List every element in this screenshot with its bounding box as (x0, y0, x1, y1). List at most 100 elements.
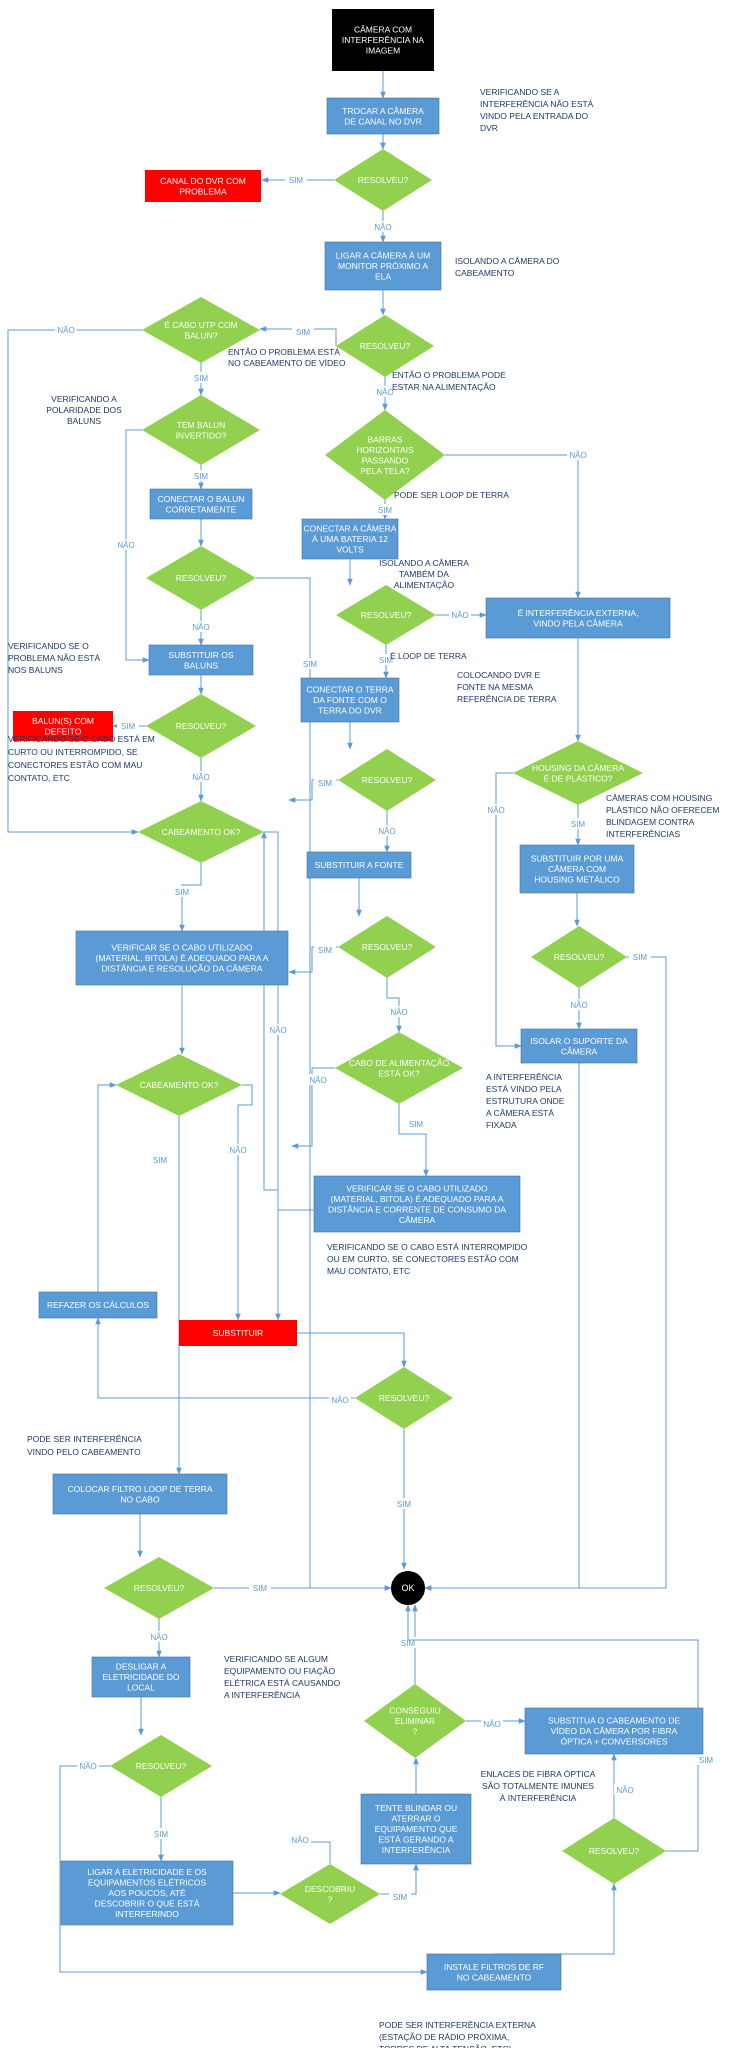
node-d_resolveu8: RESOLVEU? (531, 926, 627, 988)
edge-d_descobriu-to-tente_blindar: SIM (380, 1863, 419, 1902)
edge-d_descobriu-to-ligar_eletricidade: NÃO (289, 1834, 331, 1864)
node-label: REFAZER OS CÁLCULOS (47, 1300, 149, 1310)
annotation-line: VERIFICANDO SE A (480, 87, 560, 97)
annotation-line: ESTAR NA ALIMENTAÇÃO (392, 382, 496, 392)
edge-label: SIM (194, 472, 209, 481)
edge-label: SIM (571, 820, 586, 829)
edge-d_barras-to-conectar_bateria: SIM (374, 500, 396, 520)
annotation-line: NO CABEAMENTO DE VÍDEO (228, 358, 346, 368)
node-label: CÂMERA (561, 1046, 598, 1056)
edge-label: SIM (154, 1830, 169, 1839)
edge-label: NÃO (291, 1836, 308, 1845)
annotation-line: (ESTAÇÃO DE RÁDIO PRÓXIMA, (379, 2032, 509, 2042)
node-label: CABEAMENTO OK? (140, 1080, 219, 1090)
node-label: ELIMINAR (395, 1716, 435, 1726)
edge-d_cabo_alim-to-verificar_cabo1: NÃO (291, 1067, 335, 1149)
node-label: BALUNS (184, 660, 218, 670)
node-d_resolveu12: RESOLVEU? (562, 1818, 666, 1884)
node-label: ESTÁ GERANDO A (378, 1835, 453, 1845)
node-label: RESOLVEU? (176, 721, 227, 731)
edge-label: NÃO (269, 1026, 286, 1035)
edge-d_resolveu5-to-conectar_terra: SIM (375, 645, 397, 679)
edge-label: SIM (699, 1756, 714, 1765)
node-label: SUBSTITUIR POR UMA (531, 854, 624, 864)
node-d_descobriu: DESCOBRIU? (280, 1864, 380, 1924)
node-label: HORIZONTAIS (356, 445, 414, 455)
node-label: TROCAR A CÂMERA (342, 106, 424, 116)
edge-label: SIM (296, 328, 311, 337)
annotation-line: FONTE NA MESMA (457, 682, 533, 692)
node-verificar_cabo2: VERIFICAR SE O CABO UTILIZADO(MATERIAL, … (313, 1175, 521, 1233)
annotation-line: TORRES DE ALTA TENSÃO, ETC) (379, 2044, 512, 2048)
edge-d_resolveu7-to-verificar_cabo1: SIM (288, 944, 338, 975)
edge-d_cabo_utp-to-d_balun_invertido: SIM (190, 363, 212, 396)
annotation-line: PLÁSTICO NÃO OFERECEM (606, 805, 719, 815)
annotation-line: ELÉTRICA ESTÁ CAUSANDO (224, 1678, 341, 1688)
node-d_resolveu3: RESOLVEU? (146, 546, 256, 610)
node-label: BALUN? (184, 330, 217, 340)
edge-d_cabeamento1-to-verificar_cabo1: SIM (171, 863, 202, 932)
node-label: ELA (375, 272, 391, 282)
node-d_resolveu9: RESOLVEU? (355, 1367, 453, 1429)
edge-d_conseguiu-to-ok: SIM (397, 1604, 419, 1684)
annotation-line: CURTO OU INTERROMPIDO, SE (8, 747, 138, 757)
edge-d_resolveu10-to-ok: SIM (214, 1582, 392, 1593)
annotation-line: A INTERFERÊNCIA (486, 1072, 562, 1082)
annotation-line: ALIMENTAÇÃO (394, 580, 455, 590)
node-ok: OK (391, 1571, 425, 1605)
edge-d_balun_invertido-to-conectar_balun: SIM (190, 465, 212, 490)
node-label: ISOLAR O SUPORTE DA (530, 1036, 628, 1046)
edge-d_balun_invertido-to-substituir_baluns: NÃO (115, 429, 150, 663)
annotation-line: EQUIPAMENTO OU FIAÇÃO (224, 1666, 336, 1676)
edge-label: NÃO (57, 326, 74, 335)
node-label: INTERFERÊNCIA (382, 1845, 451, 1855)
edge-d_resolveu1-to-canal_problema: SIM (261, 174, 334, 185)
node-label: VOLTS (336, 545, 364, 555)
edge-d_resolveu12-to-ok: SIM (405, 1604, 717, 1852)
edge-d_cabeamento1-to-substituir: NÃO (264, 831, 289, 1321)
node-label: SUBSTITUIR OS (168, 650, 234, 660)
edge-d_resolveu3-to-substituir_baluns: NÃO (190, 610, 212, 646)
node-d_resolveu4: RESOLVEU? (146, 694, 256, 758)
node-label: DEFEITO (45, 726, 82, 736)
annotation-note_e_loop: É LOOP DE TERRA (390, 651, 467, 661)
edge-d_cabo_utp-to-d_cabeamento1: NÃO (7, 324, 142, 835)
node-d_resolveu11: RESOLVEU? (110, 1735, 212, 1797)
annotation-line: PODE SER LOOP DE TERRA (394, 490, 509, 500)
edge-d_resolveu6-to-verificar_cabo1: SIM (288, 777, 338, 803)
node-d_resolveu10: RESOLVEU? (104, 1557, 214, 1619)
annotation-line: ESTÁ VINDO PELA (486, 1084, 562, 1094)
annotation-line: PODE SER INTERFERÊNCIA EXTERNA (379, 2020, 536, 2030)
node-label: RESOLVEU? (361, 610, 412, 620)
annotation-note_radio: PODE SER INTERFERÊNCIA EXTERNA (ESTAÇÃO D… (379, 2020, 536, 2048)
node-label: HOUSING METÁLICO (534, 875, 620, 885)
node-label: AOS POUCOS, ATÉ (108, 1888, 186, 1898)
edge-label: NÃO (192, 623, 209, 632)
edge-d_resolveu4-to-d_cabeamento1: NÃO (190, 758, 212, 802)
edge-substituir-to-d_resolveu9 (297, 1332, 407, 1368)
edge-d_resolveu6-to-substituir_fonte: NÃO (376, 811, 398, 853)
node-d_resolveu6: RESOLVEU? (338, 749, 436, 811)
annotation-line: BALUNS (67, 416, 101, 426)
node-label: ATERRAR O (392, 1814, 441, 1824)
node-label: RESOLVEU? (554, 952, 605, 962)
edge-isolar_suporte-to-ok (424, 1063, 580, 1591)
edge-label: SIM (318, 779, 333, 788)
